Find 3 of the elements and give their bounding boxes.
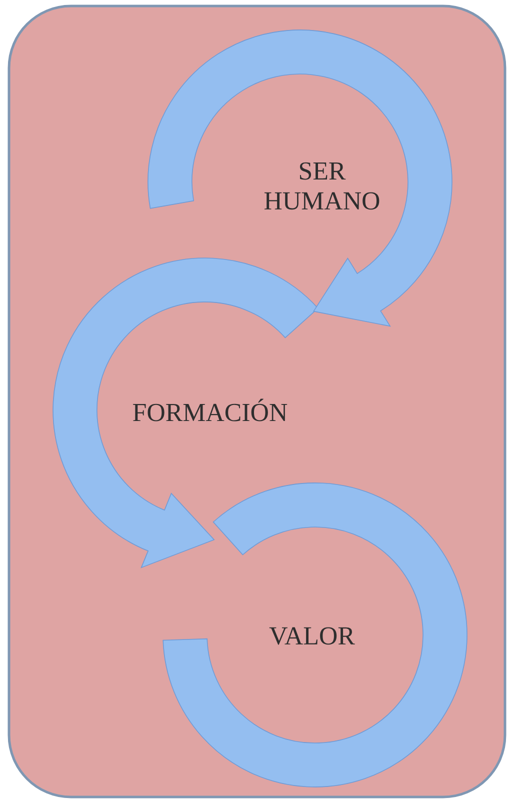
stage-label: SER HUMANO (264, 162, 380, 210)
stage-label: VALOR (269, 627, 355, 645)
stage-label: FORMACIÓN (133, 398, 288, 422)
